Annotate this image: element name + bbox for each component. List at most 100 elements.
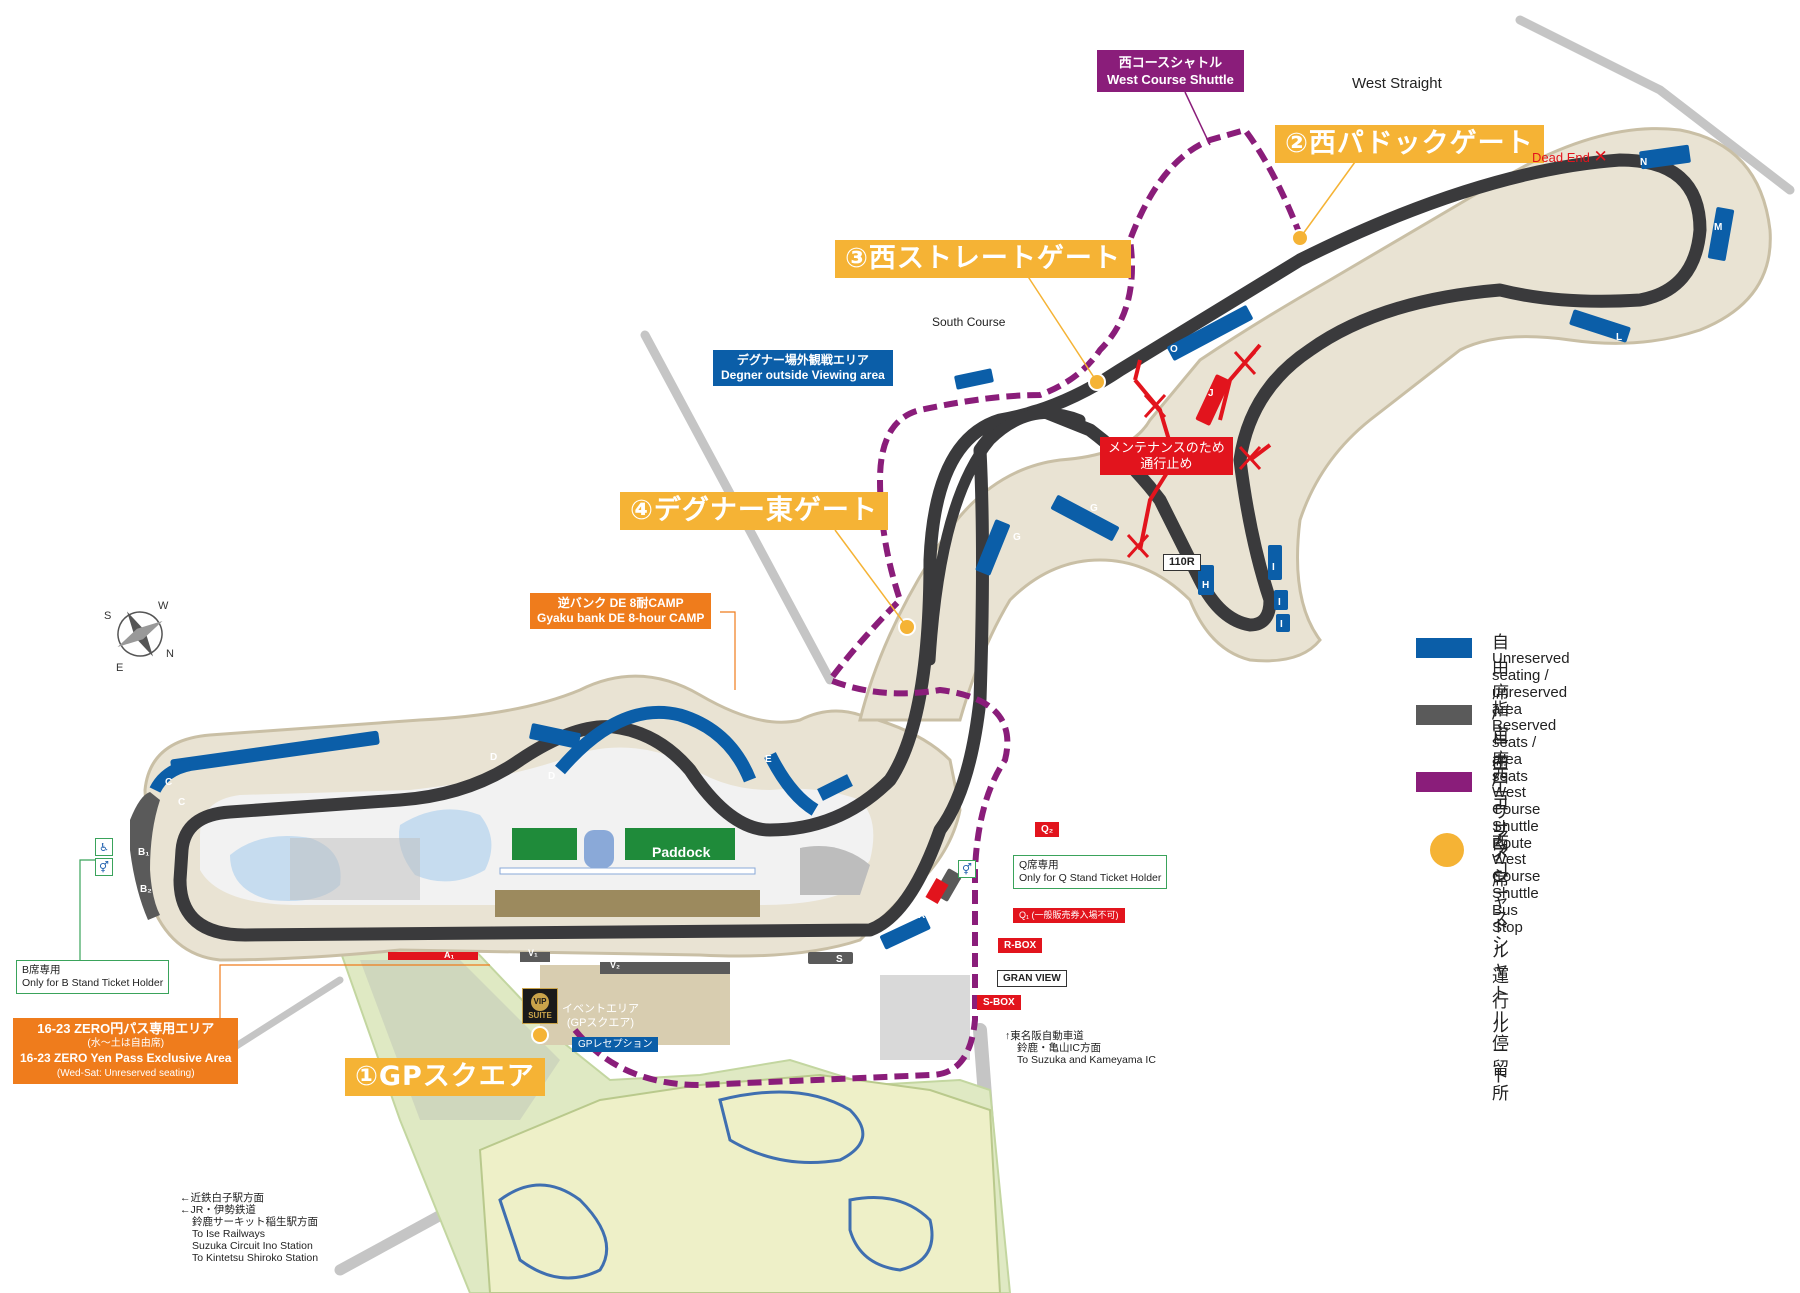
event-area-label: イベントエリア (GPスクエア): [562, 1002, 639, 1030]
stand-g2: [975, 519, 1010, 576]
station-line4: To Ise Railways: [192, 1228, 265, 1240]
stand-a1: [388, 952, 478, 960]
shuttle-label-ja: 西コースシャトル: [1118, 55, 1223, 70]
legend-reserved-ja: 指定席 / エリア席: [1492, 700, 1509, 890]
stop-gp-square: [531, 1026, 549, 1044]
dead-end-x-icon: ✕: [1593, 147, 1608, 166]
expressway-line1: ↑東名阪自動車道: [1005, 1030, 1084, 1042]
station-line2: ←JR・伊勢鉄道: [180, 1204, 256, 1216]
gate-gp-square[interactable]: ①GPスクエア: [345, 1058, 545, 1096]
svg-text:J: J: [1208, 388, 1214, 399]
degner-viewing-en: Degner outside Viewing area: [721, 368, 885, 382]
vip-suite-badge: VIP SUITE: [522, 988, 558, 1024]
shuttle-label-en: West Course Shuttle: [1107, 72, 1234, 87]
gate-west-paddock[interactable]: ②西パドックゲート: [1275, 125, 1544, 163]
station-line1: ←近鉄白子駅方面: [180, 1192, 264, 1204]
q1-note: Q₁ (一般販売券入場不可): [1013, 908, 1125, 923]
q-stand-en: Only for Q Stand Ticket Holder: [1019, 872, 1162, 884]
svg-text:C: C: [178, 797, 185, 808]
event-area-line1: イベントエリア: [562, 1003, 639, 1015]
south-course-track: [924, 407, 1086, 666]
svg-text:G: G: [1013, 532, 1021, 543]
stand-l: [1569, 309, 1631, 343]
shuttle-label: 西コースシャトル West Course Shuttle: [1097, 50, 1244, 92]
unreserved-stands: [170, 144, 1735, 950]
amusement-rides: [498, 1090, 934, 1280]
svg-text:I: I: [1272, 562, 1275, 573]
event-area: [540, 965, 730, 1045]
gran-view-tag: GRAN VIEW: [997, 970, 1067, 987]
b-stand-ja: B席専用: [22, 964, 61, 976]
b-restroom-icon: ⚥: [95, 858, 113, 876]
stand-h: [1198, 565, 1214, 595]
q-restroom-icon: ⚥: [958, 860, 976, 878]
stand-v2: [600, 962, 730, 974]
pit-lane: [499, 867, 756, 875]
svg-text:H: H: [1202, 580, 1209, 591]
stand-v1: [520, 952, 550, 962]
r-box-tag: R-BOX: [998, 938, 1043, 953]
south-course-label: South Course: [932, 315, 1006, 329]
stand-s: [808, 952, 853, 964]
closure-marks: [1126, 350, 1262, 559]
stand-m: [1707, 207, 1735, 261]
parking-lot: [360, 960, 560, 1120]
gp-reception-label: GPレセプション: [572, 1037, 659, 1052]
svg-text:M: M: [1714, 222, 1722, 233]
svg-text:B₂: B₂: [140, 884, 152, 895]
gyaku-bank-ja: 逆バンク DE 8耐CAMP: [557, 596, 684, 610]
svg-text:R: R: [918, 910, 926, 921]
svg-text:C: C: [165, 777, 172, 788]
paddock-left: [512, 828, 577, 860]
legend-shuttle-route-en: West Course Shuttle Route: [1492, 784, 1541, 852]
expressway-line2: 鈴鹿・亀山IC方面: [1017, 1042, 1101, 1054]
event-area-line2: (GPスクエア): [566, 1017, 635, 1029]
station-direction: ←近鉄白子駅方面 ←JR・伊勢鉄道 鈴鹿サーキット稲生駅方面 To Ise Ra…: [180, 1192, 318, 1264]
stand-e2: [817, 774, 853, 801]
legend-unreserved-ja: 自由席 / 自由エリア: [1492, 633, 1509, 848]
stand-i1: [1268, 545, 1282, 580]
svg-text:I: I: [1278, 597, 1281, 608]
zero-pass-line2: (水〜土は自由席): [87, 1038, 165, 1049]
svg-text:S: S: [836, 954, 843, 965]
q-stand-note: Q席専用 Only for Q Stand Ticket Holder: [1013, 855, 1168, 889]
amusement-park: [478, 1073, 1002, 1293]
b-accessible-icon: ♿: [95, 838, 113, 856]
compass: [117, 611, 163, 657]
stand-q1: [925, 877, 949, 905]
stand-a1-label: A₁: [444, 950, 455, 960]
gate-degner-east[interactable]: ④デグナー東ゲート: [620, 492, 888, 530]
maintenance-closure-label: メンテナンスのため 通行止め: [1100, 437, 1233, 475]
svg-text:D: D: [548, 771, 555, 782]
zero-pass-label: 16-23 ZERO円パス専用エリア (水〜土は自由席) 16-23 ZERO …: [13, 1018, 239, 1084]
q2-tag: Q₂: [1035, 822, 1060, 837]
stand-o: [1167, 305, 1253, 361]
maintenance-line1: メンテナンスのため: [1108, 440, 1225, 455]
karting-area: [880, 975, 970, 1060]
stand-i3: [1276, 614, 1290, 632]
paddock-building: [625, 828, 735, 860]
maintenance-line2: 通行止め: [1140, 456, 1193, 471]
compass-w: W: [158, 600, 169, 612]
station-line3: 鈴鹿サーキット稲生駅方面: [192, 1216, 318, 1228]
stand-d-curve: [555, 705, 757, 783]
legend-reserved-en: Reserved seats / area seats: [1492, 717, 1557, 785]
stand-j: [1195, 374, 1231, 426]
station-line6: To Kintetsu Shiroko Station: [192, 1252, 319, 1264]
pit-building: [495, 890, 760, 917]
gate-west-straight[interactable]: ③西ストレートゲート: [835, 240, 1131, 278]
zero-pass-line4: (Wed-Sat: Unreserved seating): [56, 1068, 195, 1079]
stand-i2: [1274, 590, 1288, 610]
stand-c2: [149, 759, 192, 793]
compass-n: N: [166, 648, 174, 660]
stand-v1-label: V₁: [528, 948, 538, 958]
svg-text:E: E: [765, 754, 772, 765]
legend-bus-stop-ja: 西コースシャトル停留所: [1492, 834, 1509, 1104]
legend-bus-stop-dot: [1430, 833, 1464, 867]
stand-v2-label: V₂: [610, 960, 621, 970]
station-line5: Suzuka Circuit Ino Station: [192, 1240, 313, 1252]
svg-text:G: G: [1090, 503, 1098, 514]
svg-text:B₁: B₁: [138, 847, 149, 858]
stand-e: [764, 752, 819, 816]
stand-g1: [1051, 495, 1119, 541]
